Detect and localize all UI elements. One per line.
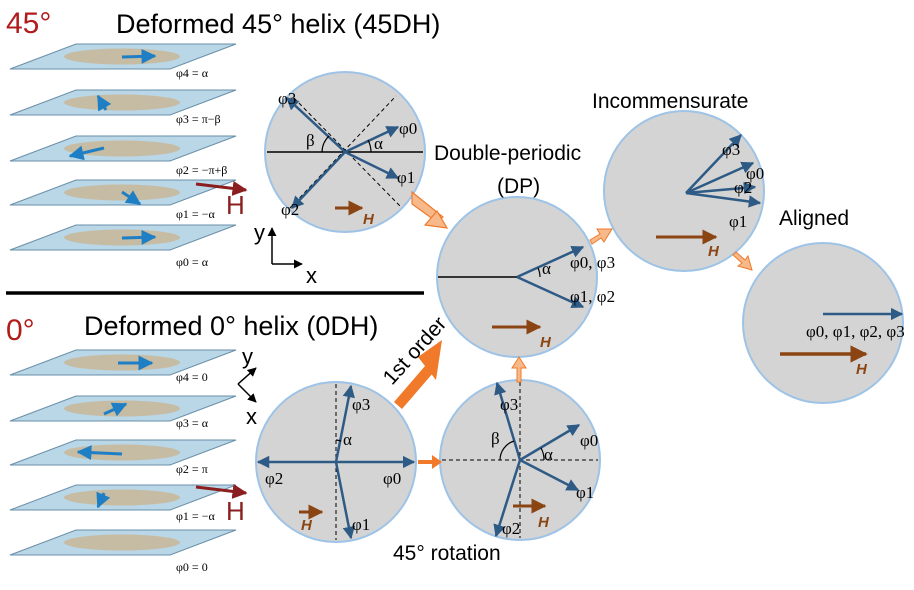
- top-plane-label-2: φ2 = −π+β: [176, 163, 227, 177]
- bottom-plane-label-1: φ1 = −α: [176, 509, 215, 523]
- top-plane-stack: [9, 43, 237, 251]
- top-axis-x: x: [306, 263, 317, 288]
- plane-2: [9, 135, 237, 162]
- arrow-rotation: [418, 455, 442, 469]
- circle-0dh: [255, 381, 417, 543]
- top-angle-label: 45°: [6, 7, 51, 40]
- phi0-label: φ0: [383, 469, 401, 488]
- bottom-plane-stack: [9, 349, 237, 556]
- arrow-dp-to-incommensurate: [589, 228, 613, 245]
- plane-4: [9, 43, 237, 70]
- bottom-plane-label-3: φ3 = α: [176, 416, 209, 430]
- h-label: H: [301, 517, 313, 534]
- bottom-field-label: H: [226, 496, 245, 526]
- phi3-label: φ3: [278, 89, 296, 108]
- arrow-rotated-to-dp: [511, 356, 527, 383]
- dp-title-1: Double-periodic: [434, 142, 581, 165]
- plane-4: [9, 349, 237, 376]
- incommensurate-title: Incommensurate: [592, 90, 748, 113]
- bottom-field-arrow: [195, 483, 248, 499]
- bottom-plane-label-4: φ4 = 0: [176, 370, 208, 384]
- top-axes: [267, 227, 303, 269]
- phi1-label: φ1: [352, 515, 370, 534]
- bottom-axis-y: y: [242, 344, 253, 369]
- bottom-title: Deformed 0° helix (0DH): [84, 311, 378, 341]
- alpha-label: α: [343, 430, 352, 449]
- alpha-label: α: [544, 445, 553, 464]
- h-label: H: [538, 514, 550, 531]
- rotation-label: 45° rotation: [393, 542, 501, 565]
- phi3-label: φ3: [500, 395, 518, 414]
- top-plane-label-0: φ0 = α: [176, 255, 209, 269]
- dp-phi-lower: φ1, φ2: [570, 287, 615, 306]
- top-title: Deformed 45° helix (45DH): [116, 9, 440, 39]
- plane-1: [9, 484, 237, 511]
- phi3-label: φ3: [722, 140, 740, 159]
- bottom-plane-label-2: φ2 = π: [176, 462, 208, 476]
- bottom-axes: [237, 367, 257, 403]
- beta-label: β: [306, 131, 315, 150]
- h-label: H: [856, 361, 868, 378]
- dp-title-2: (DP): [497, 175, 540, 198]
- circle-aligned: [742, 242, 904, 404]
- top-plane-label-1: φ1 = −α: [176, 207, 215, 221]
- phi1-label: φ1: [729, 212, 747, 231]
- phi2-label: φ2: [281, 200, 299, 219]
- plane-1: [9, 179, 237, 206]
- bottom-axis-x: x: [246, 404, 257, 429]
- top-plane-label-4: φ4 = α: [176, 66, 209, 80]
- arrow-first-order: [394, 366, 433, 409]
- top-field-label: H: [226, 190, 245, 220]
- h-label: H: [708, 243, 720, 260]
- phi2-label: φ2: [734, 178, 752, 197]
- circle-45dh: [264, 71, 426, 233]
- phi2-label: φ2: [265, 469, 283, 488]
- phi3-label: φ3: [352, 395, 370, 414]
- dp-phi-upper: φ0, φ3: [570, 253, 615, 272]
- top-axis-y: y: [254, 220, 265, 245]
- alpha-label: α: [374, 134, 383, 153]
- plane-3: [9, 89, 237, 116]
- aligned-title: Aligned: [779, 207, 849, 230]
- beta-label: β: [491, 429, 500, 448]
- phi1-label: φ1: [576, 483, 594, 502]
- phi0-label: φ0: [746, 164, 764, 183]
- bottom-angle-label: 0°: [6, 314, 35, 347]
- circle-dp: [436, 196, 598, 358]
- top-plane-label-3: φ3 = π−β: [176, 112, 221, 126]
- plane-3: [9, 395, 237, 422]
- circle-rotated: [439, 379, 601, 541]
- transition-arrows: [394, 190, 753, 469]
- phi0-label: φ0: [580, 431, 598, 450]
- plane-2: [9, 439, 237, 466]
- top-field-arrow: [195, 180, 248, 196]
- circle-incommensurate: [603, 110, 765, 272]
- phi2-label: φ2: [502, 519, 520, 538]
- plane-0: [9, 529, 237, 556]
- alpha-label: α: [542, 259, 551, 278]
- h-label: H: [363, 211, 375, 228]
- plane-0: [9, 224, 237, 251]
- arrow-incommensurate-to-aligned: [732, 251, 753, 271]
- bottom-plane-label-0: φ0 = 0: [176, 560, 208, 574]
- h-label: H: [540, 334, 552, 351]
- phi0-label: φ0: [399, 119, 417, 138]
- aligned-phi: φ0, φ1, φ2, φ3: [806, 322, 905, 341]
- phi1-label: φ1: [397, 168, 415, 187]
